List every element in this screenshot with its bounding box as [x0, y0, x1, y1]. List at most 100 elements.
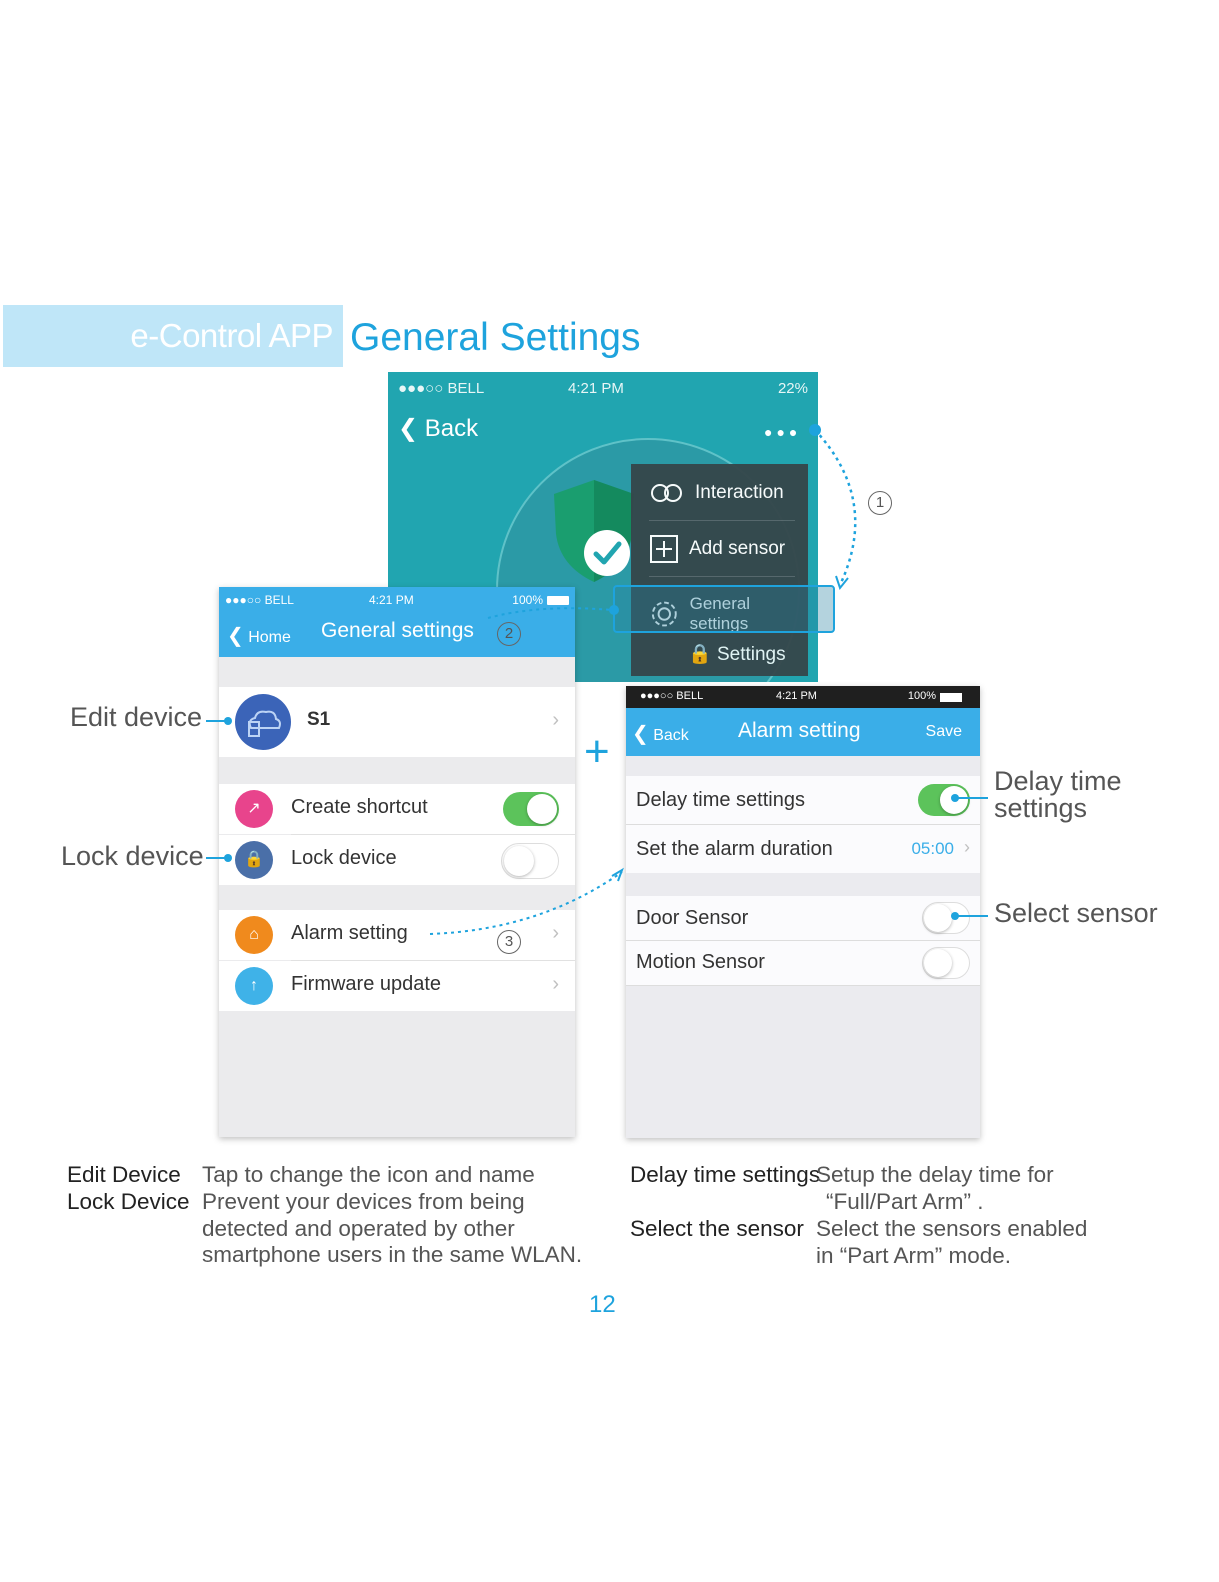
screen-title: General settings — [321, 619, 474, 642]
plus-icon: + — [584, 727, 610, 776]
page-number: 12 — [589, 1291, 616, 1318]
back-button[interactable]: ❮ Back — [632, 721, 689, 746]
desc-lock-line1: Prevent your devices from being — [202, 1189, 525, 1214]
menu-item-label: Interaction — [695, 482, 784, 503]
chevron-right-icon: › — [552, 922, 559, 944]
lock-device-row: 🔒 Lock device — [219, 835, 575, 885]
desc-lock-line3: smartphone users in the same WLAN. — [202, 1242, 583, 1267]
door-sensor-label: Door Sensor — [636, 907, 749, 929]
status-carrier: ●●●○○ BELL — [225, 593, 294, 607]
door-sensor-row: Door Sensor — [626, 896, 980, 940]
chevron-left-icon: ❮ — [227, 625, 244, 647]
chevron-left-icon: ❮ — [632, 723, 649, 745]
create-shortcut-label: Create shortcut — [291, 796, 428, 818]
callout-delay-time: Delay time settings — [994, 768, 1122, 822]
step-2-marker: 2 — [497, 622, 521, 646]
chevron-left-icon: ❮ — [398, 415, 419, 442]
chevron-right-icon: › — [964, 837, 970, 857]
upload-icon: ↑ — [235, 967, 273, 1005]
desc-delay-line2: “Full/Part Arm” . — [826, 1188, 984, 1214]
status-bar: ●●●○○ BELL 4:21 PM 100% — [626, 686, 980, 708]
status-carrier: ●●●○○ BELL — [640, 690, 704, 702]
motion-sensor-toggle[interactable] — [922, 947, 970, 979]
device-row[interactable]: S1 › — [219, 687, 575, 757]
check-icon — [584, 530, 630, 576]
settings-label: Settings — [716, 644, 786, 665]
motion-sensor-row: Motion Sensor — [626, 941, 980, 985]
alarm-setting-label: Alarm setting — [291, 922, 408, 944]
save-button[interactable]: Save — [925, 723, 962, 740]
nav-bar: ❮ Back Alarm setting Save — [626, 708, 980, 756]
desc-select-key: Select the sensor — [630, 1216, 804, 1241]
more-options-icon[interactable]: ●●● — [764, 424, 802, 440]
device-icon[interactable] — [235, 694, 291, 750]
desc-select-line2: in “Part Arm” mode. — [816, 1242, 1012, 1268]
status-battery: 22% — [777, 380, 808, 397]
desc-lock-key: Lock Device — [67, 1189, 190, 1214]
status-time: 4:21 PM — [369, 593, 414, 607]
lock-device-toggle[interactable] — [501, 843, 559, 879]
lock-icon: 🔒 — [688, 644, 712, 665]
alarm-duration-value: 05:00 — [911, 839, 954, 858]
alarm-duration-label: Set the alarm duration — [636, 838, 833, 860]
menu-item-interaction[interactable]: Interaction — [649, 482, 784, 504]
lock-icon: 🔒 — [235, 841, 273, 879]
desc-delay-text: Setup the delay time for “Full/Part Arm”… — [816, 1162, 1054, 1215]
gear-icon — [651, 601, 677, 627]
home-button[interactable]: ❮ Home — [227, 623, 291, 648]
screen-title: Alarm setting — [738, 719, 861, 742]
chevron-right-icon: › — [552, 973, 559, 995]
page-title: General Settings — [350, 316, 641, 359]
firmware-update-label: Firmware update — [291, 973, 442, 995]
alarm-duration-row[interactable]: Set the alarm duration 05:00 › — [626, 825, 980, 873]
callout-edit-device: Edit device — [70, 702, 203, 732]
link-icon — [651, 484, 682, 502]
home-label: Home — [248, 629, 291, 646]
callout-select-sensor: Select sensor — [994, 898, 1158, 928]
create-shortcut-toggle[interactable] — [503, 792, 559, 826]
desc-lock-text: Prevent your devices from being detected… — [202, 1189, 582, 1269]
header-badge: e-Control APP — [3, 305, 343, 367]
callout-delay-time-line1: Delay time — [994, 766, 1122, 796]
status-battery: 100% — [512, 593, 543, 607]
phone-general-settings: ●●●○○ BELL 4:21 PM 100% ❮ Home General s… — [219, 587, 575, 1137]
plus-square-icon — [650, 535, 678, 563]
status-time: 4:21 PM — [568, 380, 624, 397]
delay-time-toggle[interactable] — [918, 784, 970, 816]
back-label: Back — [653, 727, 689, 744]
desc-select-line1: Select the sensors enabled — [816, 1216, 1088, 1241]
step-1-marker: 1 — [868, 491, 892, 515]
alarm-setting-row[interactable]: ⌂ Alarm setting › — [219, 910, 575, 960]
device-name: S1 — [307, 709, 331, 730]
desc-edit-device: Edit Device — [67, 1162, 181, 1189]
menu-item-general-settings[interactable]: General settings — [649, 594, 808, 634]
menu-item-add-sensor[interactable]: Add sensor — [649, 534, 785, 564]
highlight-general-settings — [613, 585, 835, 633]
desc-lock-line2: detected and operated by other — [202, 1215, 515, 1241]
back-label: Back — [424, 415, 479, 442]
settings-link[interactable]: 🔒 Settings — [688, 642, 786, 666]
options-menu: Interaction Add sensor General settings — [631, 464, 808, 676]
callout-delay-time-line2: settings — [994, 793, 1088, 823]
desc-lock-device: Lock Device — [67, 1189, 190, 1216]
menu-item-label: General settings — [689, 594, 751, 633]
motion-sensor-label: Motion Sensor — [636, 951, 765, 973]
desc-delay-key: Delay time settings — [630, 1162, 821, 1187]
menu-item-label: Add sensor — [689, 538, 786, 559]
door-sensor-toggle[interactable] — [922, 902, 970, 934]
desc-delay-line1: Setup the delay time for — [816, 1162, 1054, 1187]
callout-lock-device: Lock device — [61, 841, 204, 871]
battery-icon — [940, 693, 962, 702]
home-alarm-icon: ⌂ — [235, 916, 273, 954]
chevron-right-icon: › — [552, 709, 559, 731]
status-time: 4:21 PM — [776, 690, 817, 702]
lock-device-label: Lock device — [291, 847, 397, 869]
desc-edit-text: Tap to change the icon and name — [202, 1162, 535, 1187]
desc-select-text: Select the sensors enabled in “Part Arm”… — [816, 1216, 1087, 1269]
firmware-update-row[interactable]: ↑ Firmware update › — [219, 961, 575, 1011]
back-button[interactable]: ❮ Back — [398, 414, 478, 443]
header-badge-text: e-Control APP — [130, 317, 333, 354]
phone-alarm-setting: ●●●○○ BELL 4:21 PM 100% ❮ Back Alarm set… — [626, 686, 980, 1138]
status-bar: ●●●○○ BELL 4:21 PM 22% — [388, 372, 818, 404]
delay-time-row: Delay time settings — [626, 776, 980, 824]
